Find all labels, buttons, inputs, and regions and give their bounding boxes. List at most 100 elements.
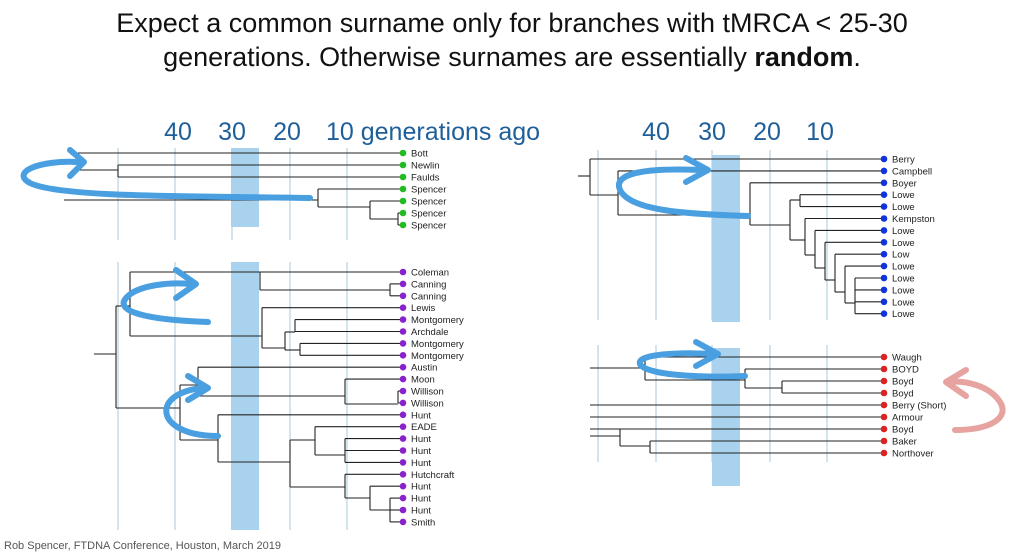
leaf-dot	[399, 340, 407, 347]
leaf-label: Spencer	[411, 209, 446, 220]
leaf-dot	[880, 437, 888, 445]
tree-bottom-left: ColemanCanningCanningLewisMontgomeryArch…	[94, 262, 464, 530]
leaf-label: Hunt	[411, 506, 431, 517]
leaf-label: Lowe	[892, 226, 915, 237]
leaf-dot	[880, 191, 888, 198]
leaf-dot	[399, 399, 407, 407]
leaf-dot	[399, 482, 407, 490]
leaf-dot	[880, 227, 888, 234]
leaf-label: Smith	[411, 517, 435, 528]
arrowhead	[67, 147, 87, 179]
leaf-label: Lowe	[892, 238, 915, 249]
tree-top-left: BottNewlinFauldsSpencerSpencerSpencerSpe…	[64, 148, 446, 240]
leaf-label: Waugh	[892, 353, 922, 364]
loop-arrow	[120, 280, 211, 325]
leaf-dot	[399, 185, 407, 193]
leaf-dot	[880, 155, 888, 163]
leaf-dot	[399, 197, 407, 205]
title-line2-text: generations. Otherwise surnames are esse…	[163, 42, 755, 72]
leaf-dot	[880, 425, 888, 433]
leaf-label: BOYD	[892, 365, 919, 376]
loop-arrow-red	[947, 378, 1006, 433]
leaf-label: Montgomery	[411, 339, 464, 350]
leaf-label: Willison	[411, 387, 444, 398]
loop-arrow	[616, 166, 751, 219]
leaf-dot	[880, 353, 888, 361]
tmrca-band-top-right	[712, 155, 740, 322]
leaf-dot	[880, 203, 888, 210]
arrowhead	[683, 155, 711, 185]
leaf-label: Lowe	[892, 309, 915, 320]
leaf-label: Hunt	[411, 410, 431, 421]
leaf-dot	[399, 411, 407, 419]
leaf-dot	[880, 250, 888, 258]
leaf-dot	[399, 518, 407, 526]
leaf-dot	[880, 286, 888, 294]
leaf-label: Boyd	[892, 377, 914, 388]
leaf-label: Lowe	[892, 190, 915, 201]
leaf-dot	[399, 280, 407, 288]
leaf-label: Hutchcraft	[411, 470, 455, 481]
leaf-label: Lewis	[411, 303, 436, 314]
tree-top-right: BerryCampbellBoyerLoweLoweKempstonLoweLo…	[578, 150, 935, 322]
leaf-label: Baker	[892, 437, 917, 448]
leaf-dot	[399, 352, 407, 359]
axis-label-right-1: 30	[698, 118, 726, 146]
title-emphasis: random	[754, 42, 854, 72]
slide-title-line1: Expect a common surname only for branche…	[116, 8, 908, 38]
leaf-label: Lowe	[892, 202, 915, 213]
leaf-label: Hunt	[411, 434, 431, 445]
leaf-dot	[880, 274, 888, 282]
leaf-dot	[399, 471, 407, 478]
leaf-dot	[399, 173, 407, 181]
leaf-dot	[399, 459, 407, 466]
leaf-dot	[399, 268, 407, 276]
leaf-dot	[399, 423, 407, 431]
leaf-label: Boyer	[892, 178, 917, 189]
leaf-label: Bott	[411, 149, 428, 160]
leaf-label: Montgomery	[411, 351, 464, 362]
slide-footer: Rob Spencer, FTDNA Conference, Houston, …	[4, 540, 281, 552]
leaf-label: Lowe	[892, 297, 915, 308]
leaf-dot	[399, 316, 407, 323]
leaf-label: Archdale	[411, 327, 449, 338]
leaf-label: Spencer	[411, 221, 446, 232]
leaf-label: Berry (Short)	[892, 401, 946, 412]
leaf-label: Armour	[892, 413, 923, 424]
title-line2-end: .	[853, 42, 861, 72]
leaf-label: Boyd	[892, 389, 914, 400]
leaf-label: Hunt	[411, 494, 431, 505]
leaf-dot	[880, 377, 888, 385]
leaf-label: Berry	[892, 155, 915, 166]
loop-arrow	[20, 158, 313, 201]
leaf-label: Lowe	[892, 262, 915, 273]
leaf-dot	[880, 262, 888, 270]
leaf-dot	[880, 215, 888, 222]
leaf-label: Faulds	[411, 173, 440, 184]
leaf-dot	[399, 149, 407, 157]
leaf-label: Lowe	[892, 274, 915, 285]
leaf-label: Newlin	[411, 161, 440, 172]
leaf-label: EADE	[411, 422, 437, 433]
leaf-label: Campbell	[892, 166, 932, 177]
leaf-label: Montgomery	[411, 315, 464, 326]
leaf-dot	[399, 447, 407, 454]
leaf-label: Canning	[411, 279, 446, 290]
leaf-dot	[880, 365, 888, 373]
arrowhead-red	[943, 367, 969, 399]
axis-label-left-0: 40	[164, 118, 192, 146]
leaf-label: Willison	[411, 398, 444, 409]
leaf-dot	[880, 298, 888, 306]
axis-label-left-3: 10 generations ago	[326, 118, 540, 146]
loop-arrow	[163, 385, 221, 439]
axis-label-right-0: 40	[642, 118, 670, 146]
leaf-dot	[399, 435, 407, 442]
leaf-dot	[399, 328, 407, 335]
leaf-dot	[880, 389, 888, 397]
arrowhead	[693, 339, 721, 369]
leaf-dot	[399, 209, 407, 217]
